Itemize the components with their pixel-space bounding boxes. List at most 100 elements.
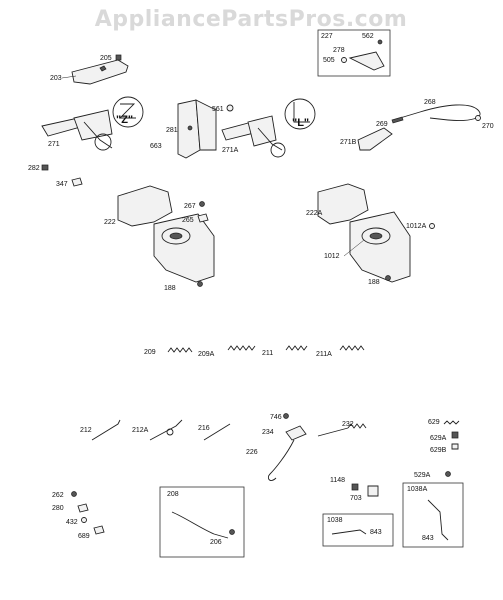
part-262-screw[interactable] (71, 491, 77, 497)
part-1148-screw[interactable] (351, 483, 359, 491)
kit-1038-box (322, 513, 394, 547)
label-211a: 211A (316, 351, 332, 358)
label-234: 234 (262, 429, 274, 436)
part-208-link-kit[interactable] (171, 511, 229, 539)
label-1148: 1148 (330, 477, 345, 484)
label-212a: 212A (132, 427, 149, 434)
label-203: 203 (50, 75, 62, 82)
label-663: 663 (150, 143, 162, 150)
part-278-lever[interactable] (348, 51, 385, 71)
label-1012: 1012 (324, 253, 340, 260)
label-271: 271 (48, 141, 60, 148)
label-271a: 271A (222, 147, 239, 154)
label-843a: 843 (370, 529, 382, 536)
part-1012a-bushing[interactable] (429, 223, 435, 229)
part-280-clip[interactable] (77, 503, 89, 513)
part-629-spring[interactable] (443, 420, 460, 425)
part-226-wire[interactable] (267, 439, 295, 481)
label-188a: 188 (164, 285, 176, 292)
label-212: 212 (80, 427, 92, 434)
part-529a-clip[interactable] (445, 471, 451, 477)
label-267: 267 (184, 203, 196, 210)
label-629a: 629A (430, 435, 447, 442)
part-234-clip[interactable] (285, 425, 307, 441)
label-188b: 188 (368, 279, 380, 286)
label-1038: 1038 (327, 517, 343, 524)
label-265: 265 (182, 217, 194, 224)
label-227: 227 (321, 33, 333, 40)
part-222a-governor-bracket[interactable] (317, 183, 411, 283)
callout-z-circle (94, 133, 112, 151)
part-347-nut[interactable] (71, 177, 83, 187)
part-188-screw-b[interactable] (385, 275, 391, 281)
callout-z-text: "Z" (116, 114, 133, 126)
part-206-screw[interactable] (229, 529, 235, 535)
part-282-nut[interactable] (41, 164, 49, 171)
label-1012a: 1012A (406, 223, 427, 230)
part-271-control-lever[interactable] (41, 109, 113, 149)
part-562-screw[interactable] (377, 39, 383, 45)
part-267-screw[interactable] (199, 201, 205, 207)
part-211-spring[interactable] (285, 345, 308, 351)
part-629b-bushing[interactable] (451, 443, 459, 450)
label-1038a: 1038A (407, 486, 428, 493)
label-269: 269 (376, 121, 388, 128)
part-505-washer[interactable] (341, 57, 347, 63)
label-262: 262 (52, 492, 64, 499)
label-629b: 629B (430, 447, 447, 454)
label-561: 561 (212, 106, 224, 113)
label-689: 689 (78, 533, 90, 540)
label-232: 232 (342, 421, 354, 428)
callout-l-circle (270, 142, 286, 158)
part-629a-nut[interactable] (451, 431, 459, 439)
label-505: 505 (323, 57, 335, 64)
part-270-clip[interactable] (475, 115, 481, 121)
kit-227-box (317, 29, 391, 77)
part-209-spring[interactable] (167, 347, 193, 353)
callout-z-bubble (112, 96, 144, 128)
label-281: 281 (166, 127, 178, 134)
part-209a-spring[interactable] (227, 345, 256, 351)
label-282: 282 (28, 165, 40, 172)
label-216: 216 (198, 425, 210, 432)
label-208: 208 (167, 491, 179, 498)
kit-1038a-box (402, 482, 464, 548)
part-205-screw[interactable] (115, 54, 122, 61)
part-268-cable[interactable] (391, 104, 481, 124)
part-212a-link[interactable] (149, 419, 183, 441)
label-209: 209 (144, 349, 156, 356)
label-347: 347 (56, 181, 68, 188)
label-222a: 222A (306, 210, 323, 217)
part-432-washer[interactable] (81, 517, 87, 523)
part-281-bracket[interactable] (177, 99, 217, 159)
part-703-nut[interactable] (367, 485, 379, 497)
label-205: 205 (100, 55, 112, 62)
label-280: 280 (52, 505, 64, 512)
watermark-text: AppliancePartsPros.com (95, 7, 408, 32)
label-226: 226 (246, 449, 258, 456)
label-562: 562 (362, 33, 374, 40)
part-232-spring[interactable] (317, 423, 367, 437)
part-222-governor-bracket[interactable] (117, 185, 215, 283)
part-211a-spring[interactable] (339, 345, 365, 351)
part-271a-control-lever[interactable] (221, 115, 283, 151)
part-843-link-a[interactable] (331, 529, 367, 535)
label-703: 703 (350, 495, 362, 502)
label-268: 268 (424, 99, 436, 106)
part-216-link[interactable] (203, 423, 231, 441)
part-203-bracket[interactable] (71, 59, 129, 85)
part-746-screw[interactable] (283, 413, 289, 419)
part-689-nut[interactable] (93, 525, 105, 535)
kit-208-box (159, 486, 245, 558)
label-843b: 843 (422, 535, 434, 542)
part-188-screw-a[interactable] (197, 281, 203, 287)
part-843-link-b[interactable] (427, 499, 449, 541)
part-271b-lever[interactable] (357, 127, 393, 151)
part-561-nut[interactable] (226, 104, 234, 112)
label-211: 211 (262, 350, 273, 357)
callout-l-text: "L" (292, 117, 309, 129)
part-212-link[interactable] (91, 419, 121, 441)
part-265-clip[interactable] (197, 213, 209, 223)
label-222: 222 (104, 219, 116, 226)
